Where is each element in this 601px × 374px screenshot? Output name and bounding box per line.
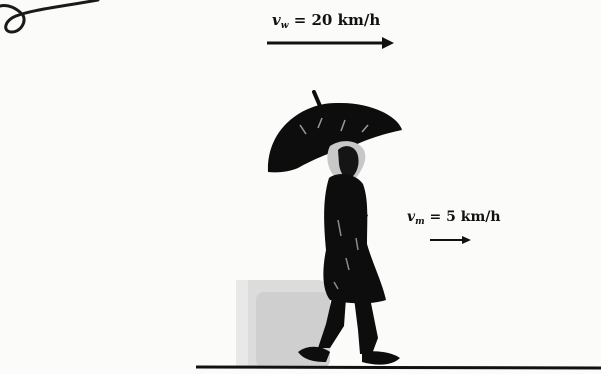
wind-velocity-subscript: w bbox=[280, 21, 289, 31]
wind-velocity-label: vw = 20 km/h bbox=[272, 13, 380, 31]
walking-man-figure bbox=[298, 141, 400, 365]
ground-line bbox=[195, 365, 601, 370]
wind-velocity-symbol: v bbox=[272, 11, 281, 29]
wind-velocity-arrow bbox=[267, 37, 394, 49]
man-velocity-label: vm = 5 km/h bbox=[407, 210, 501, 227]
man-velocity-arrow bbox=[430, 236, 471, 244]
wind-velocity-value: = 20 km/h bbox=[293, 11, 381, 29]
man-velocity-value: = 5 km/h bbox=[429, 209, 501, 225]
man-velocity-subscript: m bbox=[415, 217, 425, 227]
man-velocity-symbol: v bbox=[407, 209, 416, 225]
signature-scribble bbox=[0, 0, 100, 34]
umbrella-icon bbox=[267, 90, 402, 173]
